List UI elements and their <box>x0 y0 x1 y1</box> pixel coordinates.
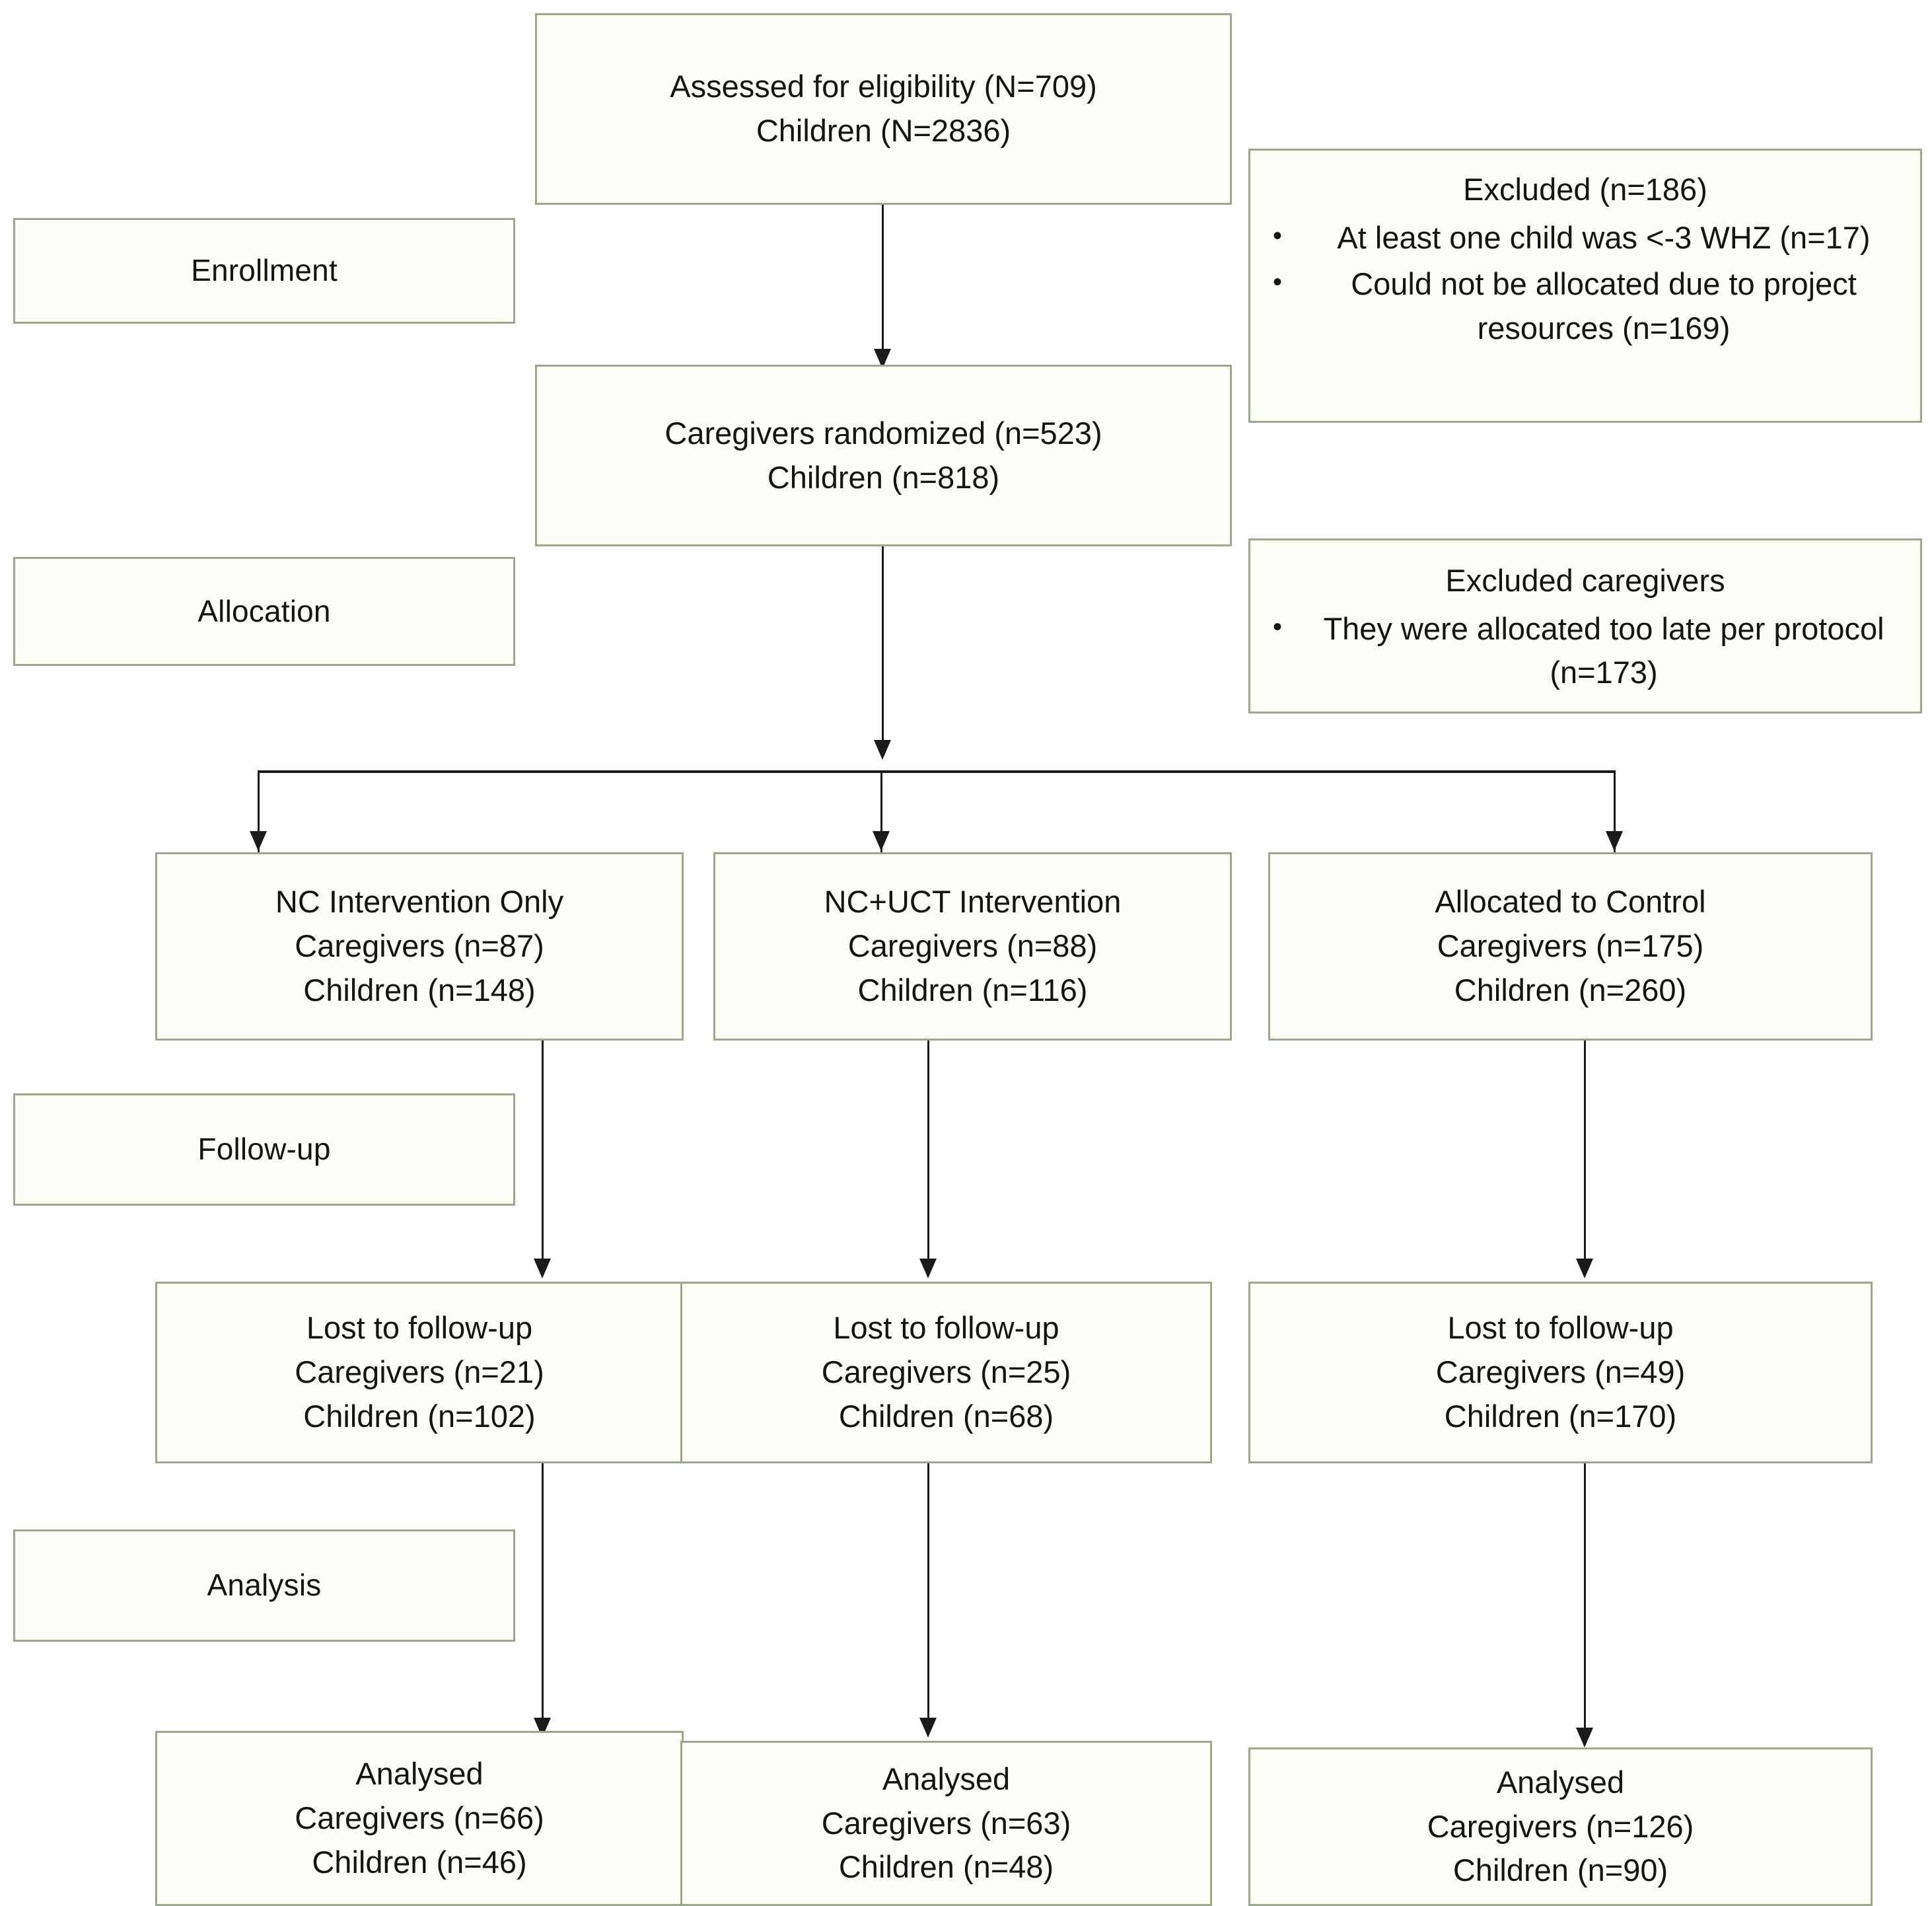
arm-3-analysed-line-3: Children (n=90) <box>1452 1852 1668 1888</box>
assessed-for-eligibility-box: Assessed for eligibility (N=709) Childre… <box>535 13 1232 205</box>
arm-3-allocation-line-1: Allocated to Control <box>1435 884 1706 920</box>
assessed-line-2: Children (N=2836) <box>756 113 1011 148</box>
excluded-enrollment-title: Excluded (n=186) <box>1463 172 1707 207</box>
stage-label-text: Enrollment <box>191 253 338 288</box>
connector-arm-1-lost-to-analysed <box>542 1463 544 1728</box>
arrowhead-icon <box>1606 831 1623 851</box>
arm-1-lost-line-3: Children (n=102) <box>303 1398 536 1434</box>
arm-2-lost-line-3: Children (n=68) <box>838 1398 1054 1434</box>
bullet-icon: • <box>1273 268 1283 297</box>
excluded-allocation-item-1: They were allocated too late per protoco… <box>1323 610 1884 690</box>
arrowhead-icon <box>919 1718 937 1738</box>
arrowhead-icon <box>919 1259 937 1278</box>
arm-1-lost-line-1: Lost to follow-up <box>306 1310 533 1346</box>
arm-3-allocation-line-2: Caregivers (n=175) <box>1437 928 1704 964</box>
stage-label-follow-up: Follow-up <box>13 1093 515 1206</box>
arm-1-allocation-line-3: Children (n=148) <box>303 972 536 1008</box>
arm-3-analysed-box: Analysed Caregivers (n=126) Children (n=… <box>1248 1747 1873 1906</box>
arm-1-lost-to-follow-up-box: Lost to follow-up Caregivers (n=21) Chil… <box>155 1282 684 1463</box>
arm-3-allocation-line-3: Children (n=260) <box>1454 972 1687 1008</box>
arm-3-analysed-line-1: Analysed <box>1496 1764 1625 1800</box>
branch-drop-arm-3 <box>1614 770 1616 853</box>
randomized-line-1: Caregivers randomized (n=523) <box>664 415 1102 451</box>
arm-1-analysed-box: Analysed Caregivers (n=66) Children (n=4… <box>155 1731 684 1906</box>
stage-label-analysis: Analysis <box>13 1529 515 1642</box>
arm-2-allocation-line-2: Caregivers (n=88) <box>847 928 1098 964</box>
arm-2-analysed-line-3: Children (n=48) <box>838 1849 1054 1885</box>
list-item: • At least one child was <-3 WHZ (n=17) <box>1262 216 1908 260</box>
bullet-icon: • <box>1273 612 1283 641</box>
connector-arm-2-lost-to-analysed <box>927 1463 929 1728</box>
arm-2-lost-line-2: Caregivers (n=25) <box>821 1354 1071 1390</box>
arm-3-lost-line-3: Children (n=170) <box>1444 1398 1677 1434</box>
arrowhead-icon <box>250 831 267 851</box>
arrowhead-icon <box>1576 1259 1593 1278</box>
arm-2-allocation-box: NC+UCT Intervention Caregivers (n=88) Ch… <box>713 852 1232 1041</box>
arm-1-allocation-line-1: NC Intervention Only <box>275 884 564 920</box>
arm-2-lost-line-1: Lost to follow-up <box>833 1310 1059 1346</box>
arrowhead-icon <box>873 831 890 851</box>
arm-3-allocation-box: Allocated to Control Caregivers (n=175) … <box>1268 852 1873 1041</box>
arm-2-analysed-box: Analysed Caregivers (n=63) Children (n=4… <box>680 1741 1212 1906</box>
connector-arm-3-allocation-to-lost <box>1584 1041 1586 1268</box>
stage-label-text: Analysis <box>207 1568 322 1603</box>
arrowhead-icon <box>874 740 891 760</box>
stage-label-enrollment: Enrollment <box>13 218 515 324</box>
connector-arm-3-lost-to-analysed <box>1584 1463 1586 1738</box>
arm-1-lost-line-2: Caregivers (n=21) <box>295 1354 544 1390</box>
caregivers-randomized-box: Caregivers randomized (n=523) Children (… <box>535 365 1232 546</box>
excluded-allocation-list: • They were allocated too late per proto… <box>1262 607 1908 698</box>
excluded-enrollment-box: Excluded (n=186) • At least one child wa… <box>1248 149 1922 423</box>
randomized-line-2: Children (n=818) <box>767 459 1000 495</box>
bullet-icon: • <box>1273 221 1283 250</box>
arm-1-analysed-line-1: Analysed <box>355 1756 483 1792</box>
stage-label-allocation: Allocation <box>13 557 515 666</box>
arm-3-lost-line-1: Lost to follow-up <box>1447 1310 1674 1346</box>
excluded-enrollment-item-2: Could not be allocated due to project re… <box>1351 266 1857 346</box>
connector-assessed-to-randomized <box>882 205 884 357</box>
branch-horizontal-bar <box>258 770 1615 773</box>
arm-2-allocation-line-3: Children (n=116) <box>857 972 1088 1008</box>
arm-1-analysed-line-3: Children (n=46) <box>312 1844 527 1880</box>
connector-arm-2-allocation-to-lost <box>927 1041 929 1268</box>
excluded-allocation-title: Excluded caregivers <box>1445 563 1725 598</box>
list-item: • They were allocated too late per proto… <box>1262 607 1908 695</box>
arm-1-analysed-line-2: Caregivers (n=66) <box>295 1800 544 1836</box>
arm-1-allocation-box: NC Intervention Only Caregivers (n=87) C… <box>155 852 684 1041</box>
arm-2-analysed-line-2: Caregivers (n=63) <box>821 1805 1071 1841</box>
branch-drop-arm-2 <box>880 770 882 853</box>
arrowhead-icon <box>534 1259 551 1278</box>
excluded-allocation-box: Excluded caregivers • They were allocate… <box>1248 538 1922 714</box>
connector-arm-1-allocation-to-lost <box>542 1041 544 1268</box>
arm-3-lost-to-follow-up-box: Lost to follow-up Caregivers (n=49) Chil… <box>1248 1282 1873 1463</box>
branch-drop-arm-1 <box>258 770 260 853</box>
stage-label-text: Allocation <box>197 593 331 628</box>
arrowhead-icon <box>1576 1728 1593 1747</box>
assessed-line-1: Assessed for eligibility (N=709) <box>670 69 1097 104</box>
excluded-enrollment-item-1: At least one child was <-3 WHZ (n=17) <box>1337 219 1871 255</box>
arm-3-analysed-line-2: Caregivers (n=126) <box>1427 1808 1694 1844</box>
arm-3-lost-line-2: Caregivers (n=49) <box>1435 1354 1686 1390</box>
arm-2-allocation-line-1: NC+UCT Intervention <box>824 884 1122 920</box>
arm-2-analysed-line-1: Analysed <box>882 1761 1011 1796</box>
connector-randomized-to-branch <box>882 546 884 751</box>
arm-2-lost-to-follow-up-box: Lost to follow-up Caregivers (n=25) Chil… <box>680 1282 1212 1463</box>
list-item: • Could not be allocated due to project … <box>1262 262 1908 350</box>
stage-label-text: Follow-up <box>197 1132 331 1167</box>
excluded-enrollment-list: • At least one child was <-3 WHZ (n=17) … <box>1262 216 1908 353</box>
arm-1-allocation-line-2: Caregivers (n=87) <box>295 928 544 964</box>
